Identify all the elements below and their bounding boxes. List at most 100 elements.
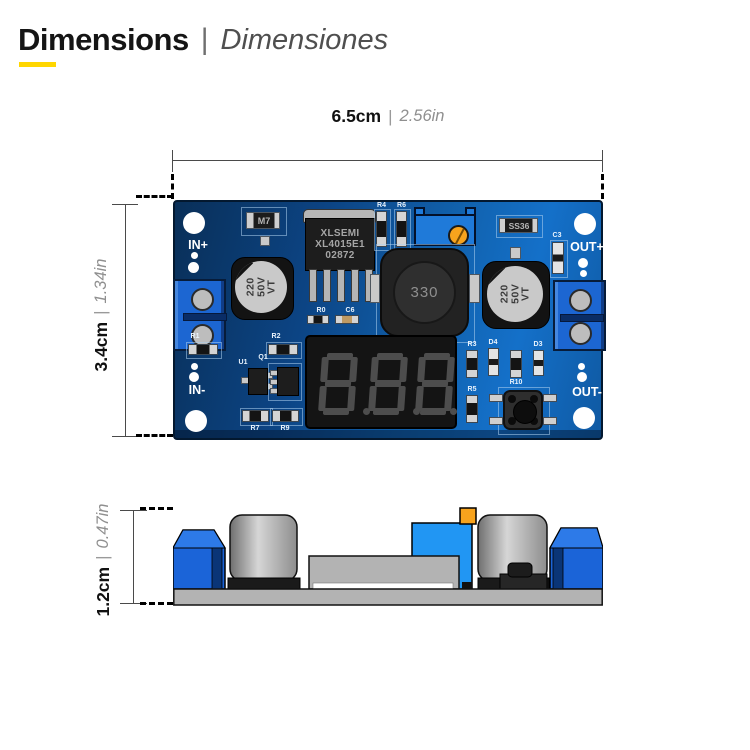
height-tick-bottom [112,436,138,437]
button-outline [498,387,550,435]
button-leg-2 [489,417,503,425]
ref-u1: U1 [238,359,248,366]
input-capacitor-top: 220 50V VT [235,261,287,313]
diode-m7-body [246,212,280,229]
ref-r0: R0 [316,307,326,314]
pcb-side-view [173,507,603,606]
display-digit-3 [415,353,455,415]
via-out-minus-small [578,363,585,370]
segment [376,353,404,360]
display-digit-2 [368,353,408,415]
label-in-minus: IN- [188,383,206,397]
side-input-terminal-top [173,529,226,549]
height-separator: | [91,310,110,315]
segment [397,386,406,411]
height-metric: 3.4cm [90,321,111,372]
width-extension-right [601,174,604,199]
page-title: Dimensions | Dimensiones [18,22,388,58]
r4-body [376,211,387,247]
ref-r7: R7 [250,425,260,432]
button-leg-3 [543,394,557,402]
height-dimension-label: 3.4cm | 1.34in [90,215,112,415]
input-capacitor-marking: 220 50V VT [244,277,278,297]
segment [349,357,358,382]
depth-imperial: 0.47in [93,503,112,549]
r1-outline [186,342,222,359]
width-separator: | [388,106,393,126]
width-dimension-label: 6.5cm | 2.56in [173,106,603,127]
height-extension-bottom [136,434,173,437]
r0-body [307,315,329,324]
title-english: Dimensions [18,22,189,57]
width-extension-left [171,174,174,199]
button-corner-pin [508,417,516,425]
side-pcb-board [173,588,603,606]
button-corner-pin [508,395,516,403]
via-out-minus-large [577,372,587,382]
inductor-marking: 330 [410,284,439,301]
display-digit-1 [318,353,358,415]
r10-body [510,350,522,378]
ic-marking-part: XL4015E1 [315,239,365,250]
inductor-pad-left [370,274,380,303]
segment [419,408,447,415]
r9-outline [270,408,303,426]
segment [324,380,352,387]
diode-m7-outline [241,207,287,236]
segment [417,357,426,382]
title-spanish: Dimensiones [220,23,389,56]
height-dimension-line [125,205,126,437]
input-terminal-screw-1 [191,288,214,311]
pad-below-m7 [260,236,270,246]
depth-metric: 1.2cm [92,566,113,617]
via-in-minus-large [189,372,199,382]
ref-r5: R5 [467,386,477,393]
side-trimpot-screw [459,507,477,525]
cap-marking-series: VT [265,279,278,295]
height-tick-top [112,204,138,205]
u1-body [248,368,268,395]
label-in-plus: IN+ [188,238,208,252]
title-accent-underline [19,62,56,67]
display-decimal-3 [450,408,457,415]
ref-c3: C3 [552,232,562,239]
input-terminal-bar [183,313,227,321]
segment [322,408,350,415]
width-tick-right [602,150,603,172]
side-button-cap [507,562,533,578]
segment [399,357,408,382]
output-cap-pad [510,247,521,259]
segment [370,357,379,382]
ref-r3: R3 [467,341,477,348]
ic-marking-lot: 02872 [325,250,355,261]
push-button-body [503,390,543,430]
ref-r10: R10 [509,379,523,386]
output-capacitor-marking: 220 50V VT [498,284,531,304]
depth-separator: | [93,555,112,560]
via-in-plus-large [188,262,199,273]
segment [320,357,329,382]
r3-body [466,350,478,378]
via-out-plus-large [578,258,588,268]
display-decimal-1 [363,408,370,415]
side-trimpot-foot [462,582,472,589]
diode-m7-marking: M7 [257,216,271,226]
ic-marking-brand: XLSEMI [320,228,360,239]
segment [374,380,402,387]
segment [372,408,400,415]
depth-extension-bottom [140,602,173,605]
output-terminal-screw-2 [569,322,592,345]
r9-body [272,410,299,422]
width-imperial: 2.56in [399,107,445,125]
ic-leg-2 [323,269,331,302]
label-out-plus: OUT+ [570,240,604,254]
side-output-terminal-stripe [552,547,564,590]
ic-leg-1 [309,269,317,302]
cap-marking-value: 220 [244,277,257,297]
diode-ss36-body [499,218,538,233]
height-imperial: 1.34in [91,258,110,304]
depth-tick-top [120,510,147,511]
q1-body [277,367,299,396]
c3-body [552,242,564,274]
